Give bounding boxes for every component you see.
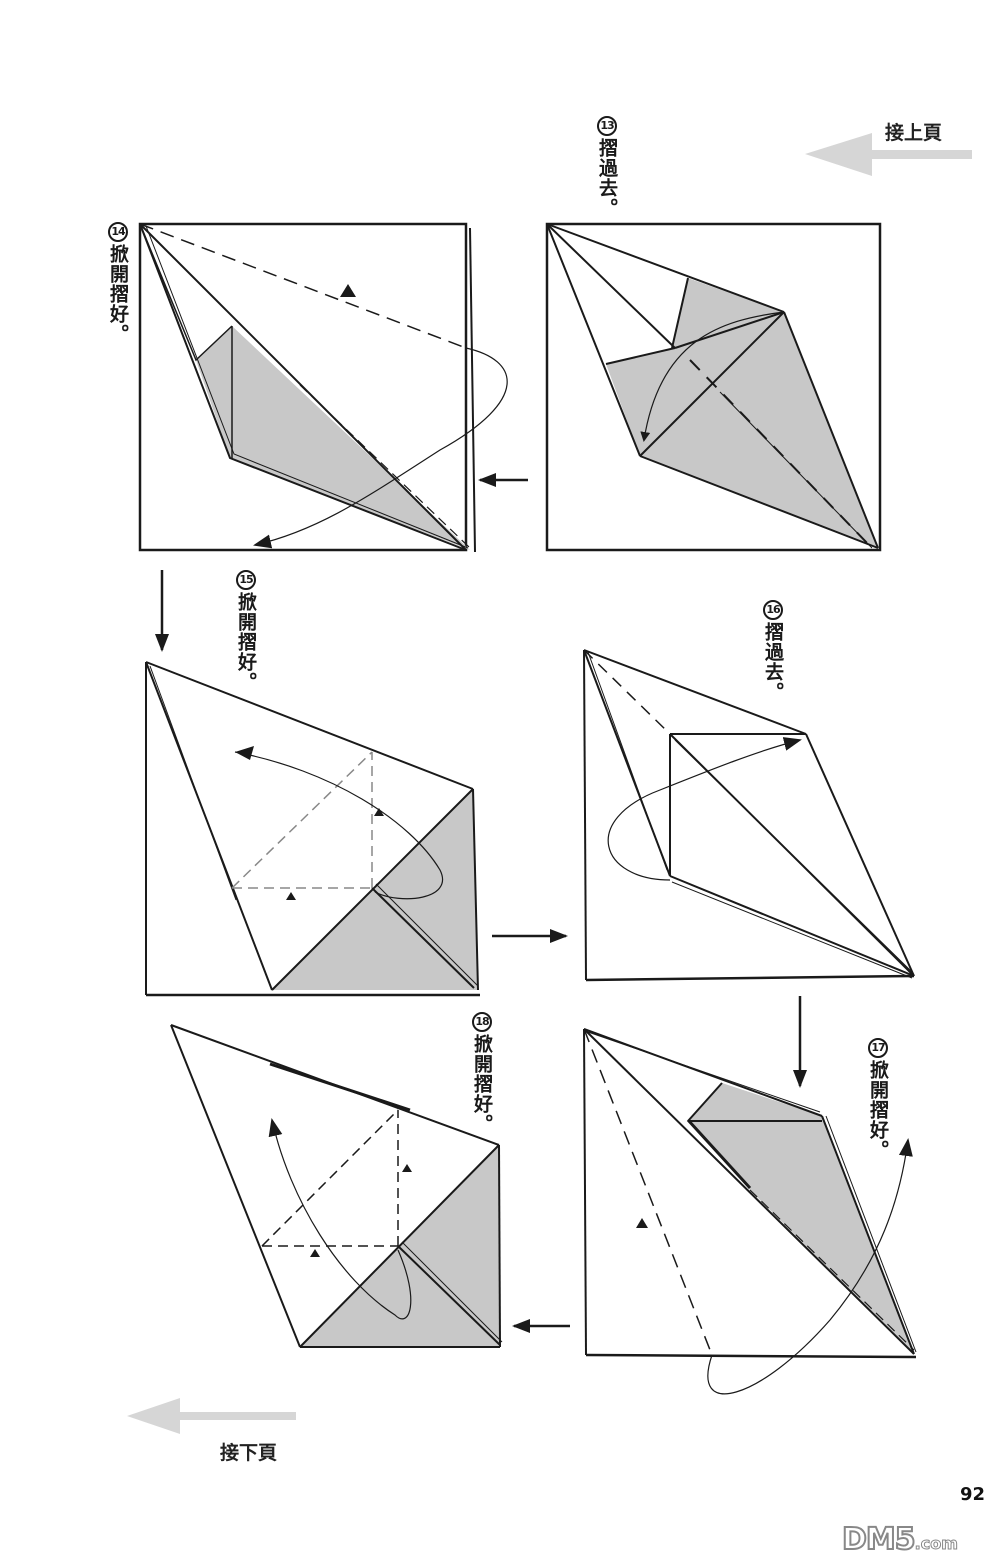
step-instruction: 掀開摺好。 <box>867 1060 889 1160</box>
prev-page-label: 接上頁 <box>885 122 943 144</box>
step-instruction: 摺過去。 <box>596 138 618 218</box>
next-page-arrow-icon <box>127 1398 296 1434</box>
step-number-badge: 13 <box>597 116 617 136</box>
step-14-diagram <box>138 222 508 553</box>
step-instruction: 掀開摺好。 <box>471 1034 493 1134</box>
prev-page-arrow-icon <box>805 133 972 176</box>
step-instruction: 掀開摺好。 <box>235 592 257 692</box>
step-18-label: 18掀開摺好。 <box>471 1012 493 1134</box>
step-number-badge: 14 <box>108 222 128 242</box>
step-number-badge: 18 <box>472 1012 492 1032</box>
step-17-label: 17掀開摺好。 <box>867 1038 889 1160</box>
watermark-suffix: .com <box>914 1534 958 1554</box>
step-15-diagram <box>145 661 480 997</box>
next-page-label: 接下頁 <box>220 1442 278 1464</box>
step-13-diagram <box>545 222 882 552</box>
step-13-label: 13摺過去。 <box>596 116 618 218</box>
step-18-diagram <box>170 1024 503 1348</box>
step-16-label: 16摺過去。 <box>762 600 784 702</box>
page-number: 92 <box>960 1484 986 1505</box>
step-17-diagram <box>583 1028 917 1395</box>
step-15-label: 15掀開摺好。 <box>235 570 257 692</box>
step-number-badge: 15 <box>236 570 256 590</box>
watermark-main: DM5 <box>841 1521 917 1558</box>
step-number-badge: 17 <box>868 1038 888 1058</box>
step-instruction: 摺過去。 <box>762 622 784 702</box>
step-14-label: 14掀開摺好。 <box>107 222 129 344</box>
step-16-diagram <box>583 649 915 982</box>
step-number-badge: 16 <box>763 600 783 620</box>
watermark-logo: DM5.com <box>841 1521 958 1558</box>
step-instruction: 掀開摺好。 <box>107 244 129 344</box>
